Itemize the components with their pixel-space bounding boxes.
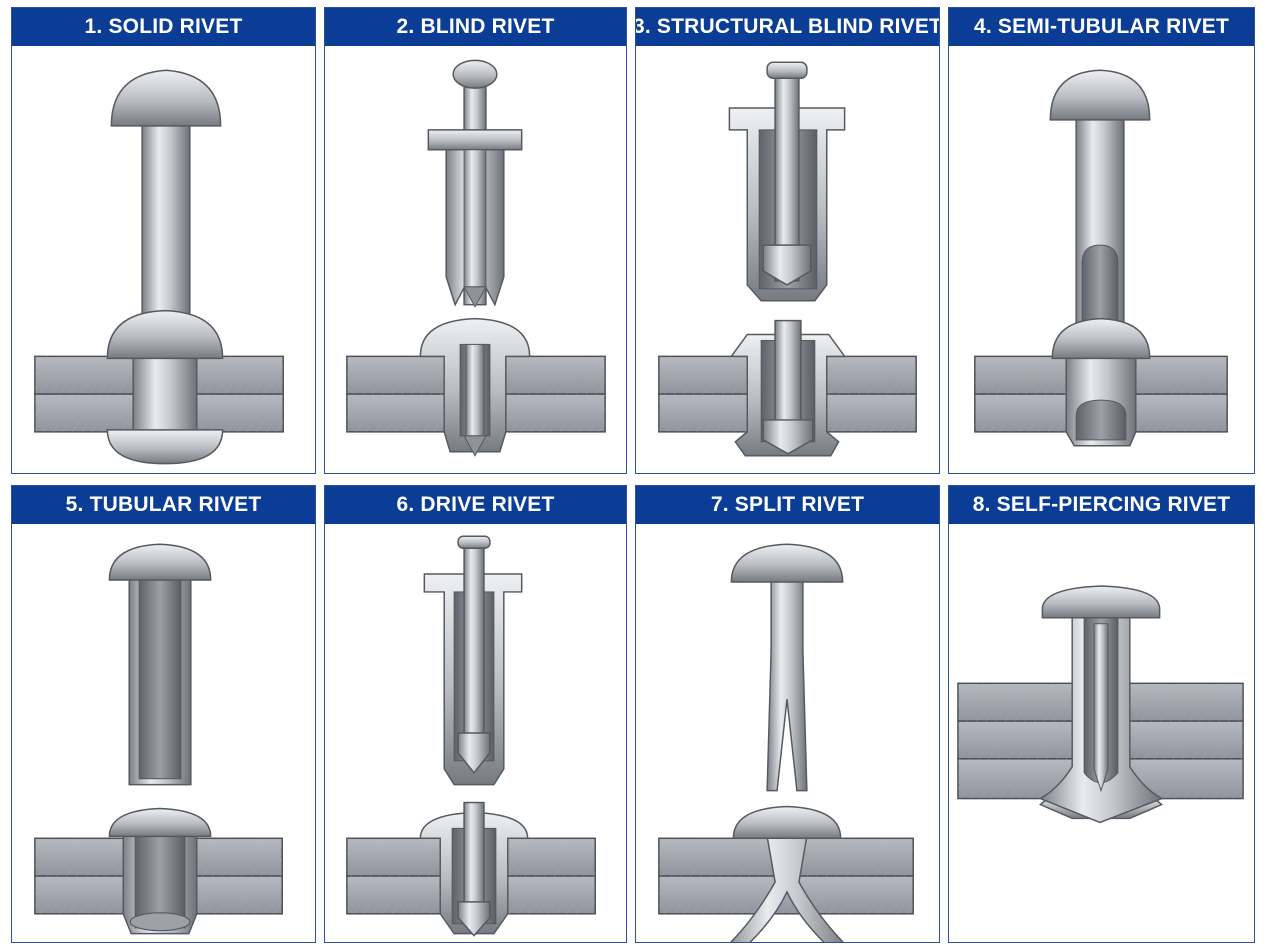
panel-solid-rivet: 1. SOLID RIVET xyxy=(11,7,316,474)
panel-split-rivet: 7. SPLIT RIVET xyxy=(635,485,940,943)
panel-title: 5. TUBULAR RIVET xyxy=(12,486,315,524)
panel-title: 1. SOLID RIVET xyxy=(12,8,315,46)
panel-title: 3. STRUCTURAL BLIND RIVET xyxy=(636,8,939,46)
panel-tubular-rivet: 5. TUBULAR RIVET xyxy=(11,485,316,943)
tubular-rivet-icon xyxy=(12,524,315,942)
semi-tubular-rivet-icon xyxy=(949,46,1254,473)
panel-semi-tubular-rivet: 4. SEMI-TUBULAR RIVET xyxy=(948,7,1255,474)
panel-title: 2. BLIND RIVET xyxy=(325,8,626,46)
panel-drive-rivet: 6. DRIVE RIVET xyxy=(324,485,627,943)
panel-title: 4. SEMI-TUBULAR RIVET xyxy=(949,8,1254,46)
split-rivet-icon xyxy=(636,524,939,942)
panel-blind-rivet: 2. BLIND RIVET xyxy=(324,7,627,474)
panel-self-piercing-rivet: 8. SELF-PIERCING RIVET xyxy=(948,485,1255,943)
self-piercing-rivet-icon xyxy=(949,524,1254,942)
drive-rivet-icon xyxy=(325,524,626,942)
panel-structural-blind-rivet: 3. STRUCTURAL BLIND RIVET xyxy=(635,7,940,474)
panel-title: 7. SPLIT RIVET xyxy=(636,486,939,524)
solid-rivet-icon xyxy=(12,46,315,473)
panel-title: 8. SELF-PIERCING RIVET xyxy=(949,486,1254,524)
blind-rivet-icon xyxy=(325,46,626,473)
structural-blind-rivet-icon xyxy=(636,46,939,473)
panel-title: 6. DRIVE RIVET xyxy=(325,486,626,524)
